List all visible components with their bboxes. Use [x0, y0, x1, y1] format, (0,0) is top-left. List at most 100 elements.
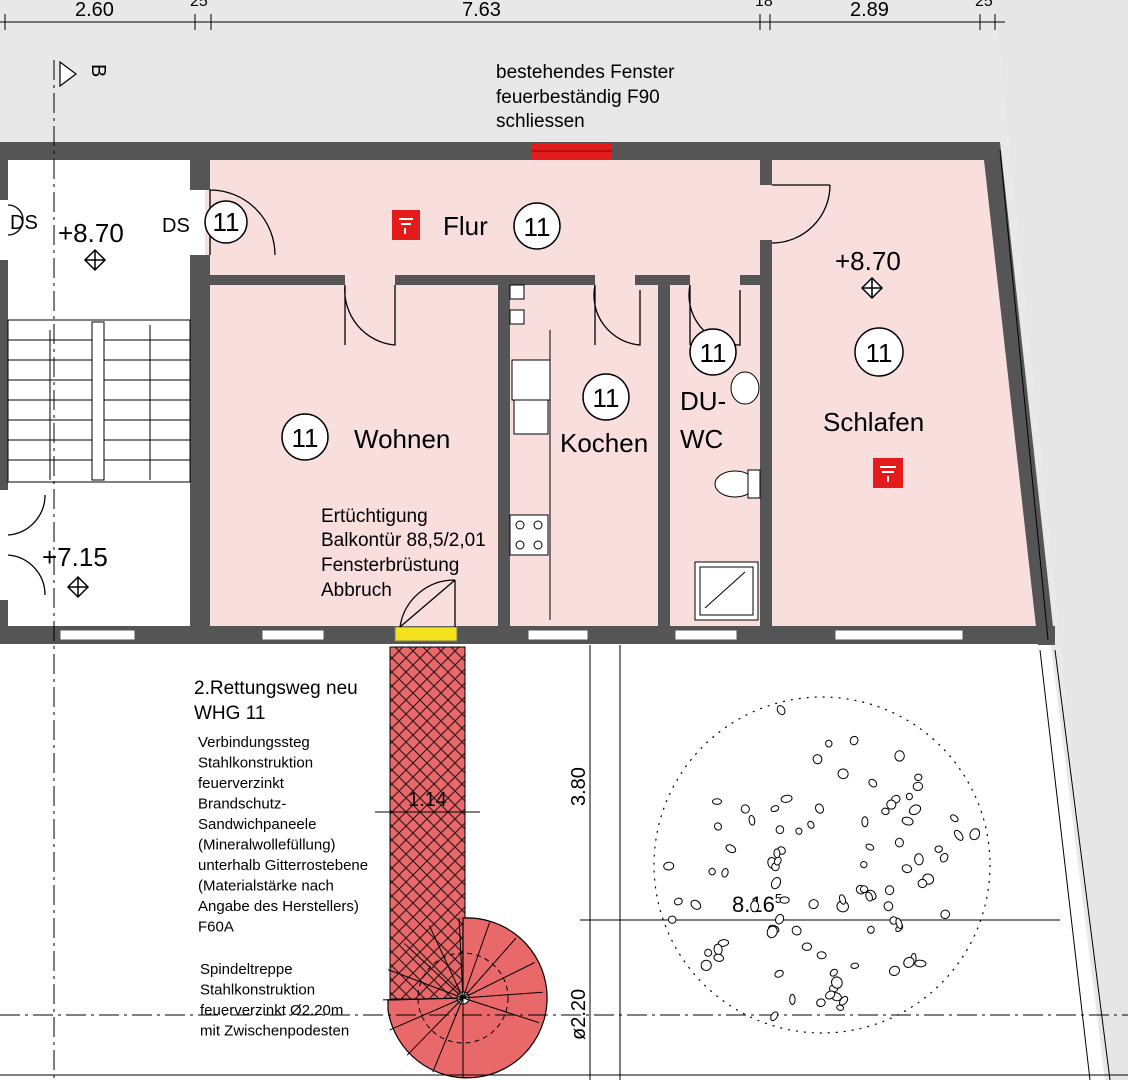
tree-stone	[775, 913, 785, 925]
unit-badge: 11	[854, 327, 904, 377]
stair-note-line: mit Zwischenpodesten	[200, 1023, 349, 1040]
stair-tread	[382, 997, 464, 1001]
dim-top-3: 7.63	[462, 0, 501, 21]
tree-stone	[667, 915, 677, 924]
note-balcony-3: Fensterbrüstung	[321, 555, 459, 576]
svg-text:11: 11	[524, 212, 551, 242]
tree-stone	[770, 877, 782, 890]
tree-stone	[901, 864, 913, 874]
tree-stone	[816, 998, 826, 1008]
tree-stone	[704, 948, 713, 957]
tree-stone	[812, 754, 823, 765]
tree-stone	[865, 843, 875, 851]
escape-title-1: 2.Rettungsweg neu	[194, 678, 358, 699]
staircase	[7, 319, 191, 483]
stair-note-line: feuerverzinkt Ø2.20m	[200, 1002, 343, 1019]
tree-stone	[713, 953, 725, 962]
bridge-note-line: unterhalb Gitterrostebene	[198, 857, 368, 874]
unit-badge: 11	[513, 202, 561, 250]
note-window-2: feuerbeständig F90	[496, 87, 660, 108]
stair-tread	[388, 969, 464, 999]
tree-stone	[789, 993, 796, 1005]
tree-stone	[953, 829, 964, 841]
level-marker-icon	[83, 248, 107, 272]
tree-stone	[838, 894, 847, 905]
tree-stone	[901, 816, 914, 826]
tree-stone	[775, 825, 785, 835]
spiral-stair	[382, 917, 548, 1079]
level-marker-icon	[66, 575, 90, 599]
tree-stone	[849, 735, 859, 746]
tree-stone	[780, 794, 793, 803]
stair-tread	[432, 997, 464, 1073]
unit-badge: 11	[582, 373, 630, 421]
balcony-door	[394, 626, 458, 642]
escape-bridge-note: VerbindungsstegStahlkonstruktionfeuerver…	[198, 734, 368, 936]
tree-symbol	[653, 696, 991, 1034]
dim-length: 3.80	[568, 767, 590, 806]
stair-tread	[458, 918, 464, 999]
note-balcony-4: Abbruch	[321, 580, 392, 601]
tree-stone	[776, 705, 786, 716]
room-flur: Flur	[443, 211, 488, 241]
tree-stone	[894, 750, 905, 762]
bridge-note-line: F60A	[198, 919, 234, 936]
svg-text:11: 11	[700, 338, 727, 368]
tree-stone	[770, 805, 780, 813]
stair-tread	[462, 962, 535, 999]
unit-badge: 11	[204, 200, 248, 244]
smoke-detector-icon	[873, 458, 903, 488]
room-wc-1: DU-	[680, 386, 726, 416]
tree-stone	[801, 942, 813, 951]
tree-stone	[886, 799, 897, 810]
dim-top-2: 25	[190, 0, 208, 10]
stair-note-line: Stahlkonstruktion	[200, 982, 315, 999]
dim-diameter: ø2.20	[568, 989, 590, 1040]
tree-stone	[740, 804, 750, 814]
stair-tread	[404, 943, 464, 999]
tree-stone	[663, 861, 675, 871]
tree-stone	[700, 959, 712, 972]
dim-top-4: 18	[755, 0, 773, 10]
unit-badge: 11	[281, 413, 329, 461]
bridge-note-line: Stahlkonstruktion	[198, 755, 313, 772]
stair-tread	[406, 997, 464, 1056]
tree-stone	[940, 909, 951, 920]
section-arrow-icon	[59, 60, 77, 88]
bridge-note-line: Angabe des Herstellers)	[198, 898, 359, 915]
bridge-note-line: feuerverzinkt	[198, 775, 285, 792]
note-window-1: bestehendes Fenster	[496, 62, 675, 83]
dim-top-5: 2.89	[850, 0, 889, 21]
stair-note-line: Spindeltreppe	[200, 961, 293, 978]
ds-label: DS	[10, 212, 38, 234]
bathroom-fixtures	[694, 371, 761, 621]
stair-tread	[462, 922, 491, 999]
tree-stone	[829, 968, 838, 977]
note-balcony-2: Balkontür 88,5/2,01	[321, 530, 486, 551]
tree-stone	[917, 878, 928, 889]
tree-stone	[773, 856, 782, 866]
tree-stone	[831, 976, 843, 989]
tree-stone	[950, 814, 959, 823]
tree-stone	[939, 852, 949, 863]
tree-stone	[816, 951, 827, 960]
unit-badge: 11	[689, 328, 737, 376]
room-wc-2: WC	[680, 424, 723, 454]
tree-stone	[774, 969, 784, 978]
svg-text:11: 11	[213, 207, 240, 237]
tree-stone	[791, 925, 802, 936]
tree-stone	[888, 965, 901, 977]
level-stair-upper: +8.70	[58, 218, 124, 248]
tree-stone	[766, 925, 778, 939]
tree-stone	[725, 844, 737, 854]
tree-stone	[779, 896, 790, 904]
exterior-top-band	[0, 0, 1000, 150]
stair-tread	[428, 925, 464, 999]
tree-stone	[690, 899, 702, 910]
tree-stone	[708, 867, 716, 876]
stair-tread	[462, 997, 540, 1024]
tree-stone	[860, 860, 868, 869]
tree-stone	[770, 1011, 779, 1022]
